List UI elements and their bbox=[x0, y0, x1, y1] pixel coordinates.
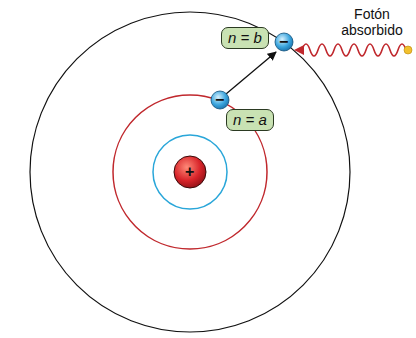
nucleus bbox=[174, 156, 206, 188]
level-label: n = b bbox=[228, 29, 262, 47]
photon-arrowhead bbox=[294, 45, 304, 55]
electron bbox=[211, 91, 229, 109]
electron bbox=[275, 33, 293, 51]
orbit-a bbox=[113, 95, 267, 249]
level-label: n = a bbox=[233, 111, 267, 129]
photon-wave bbox=[302, 44, 406, 56]
photon-label: Fotón absorbido bbox=[336, 6, 408, 38]
transition-arrow bbox=[226, 52, 276, 94]
orbit-b bbox=[30, 12, 350, 332]
nucleus-charge: + bbox=[185, 164, 194, 180]
level-tag: n = a bbox=[226, 109, 274, 131]
electron-charge: − bbox=[215, 92, 224, 108]
level-tag: n = b bbox=[221, 27, 269, 49]
inner-orbit bbox=[153, 135, 227, 209]
electron-charge: − bbox=[279, 34, 288, 50]
photon-source bbox=[404, 46, 412, 54]
